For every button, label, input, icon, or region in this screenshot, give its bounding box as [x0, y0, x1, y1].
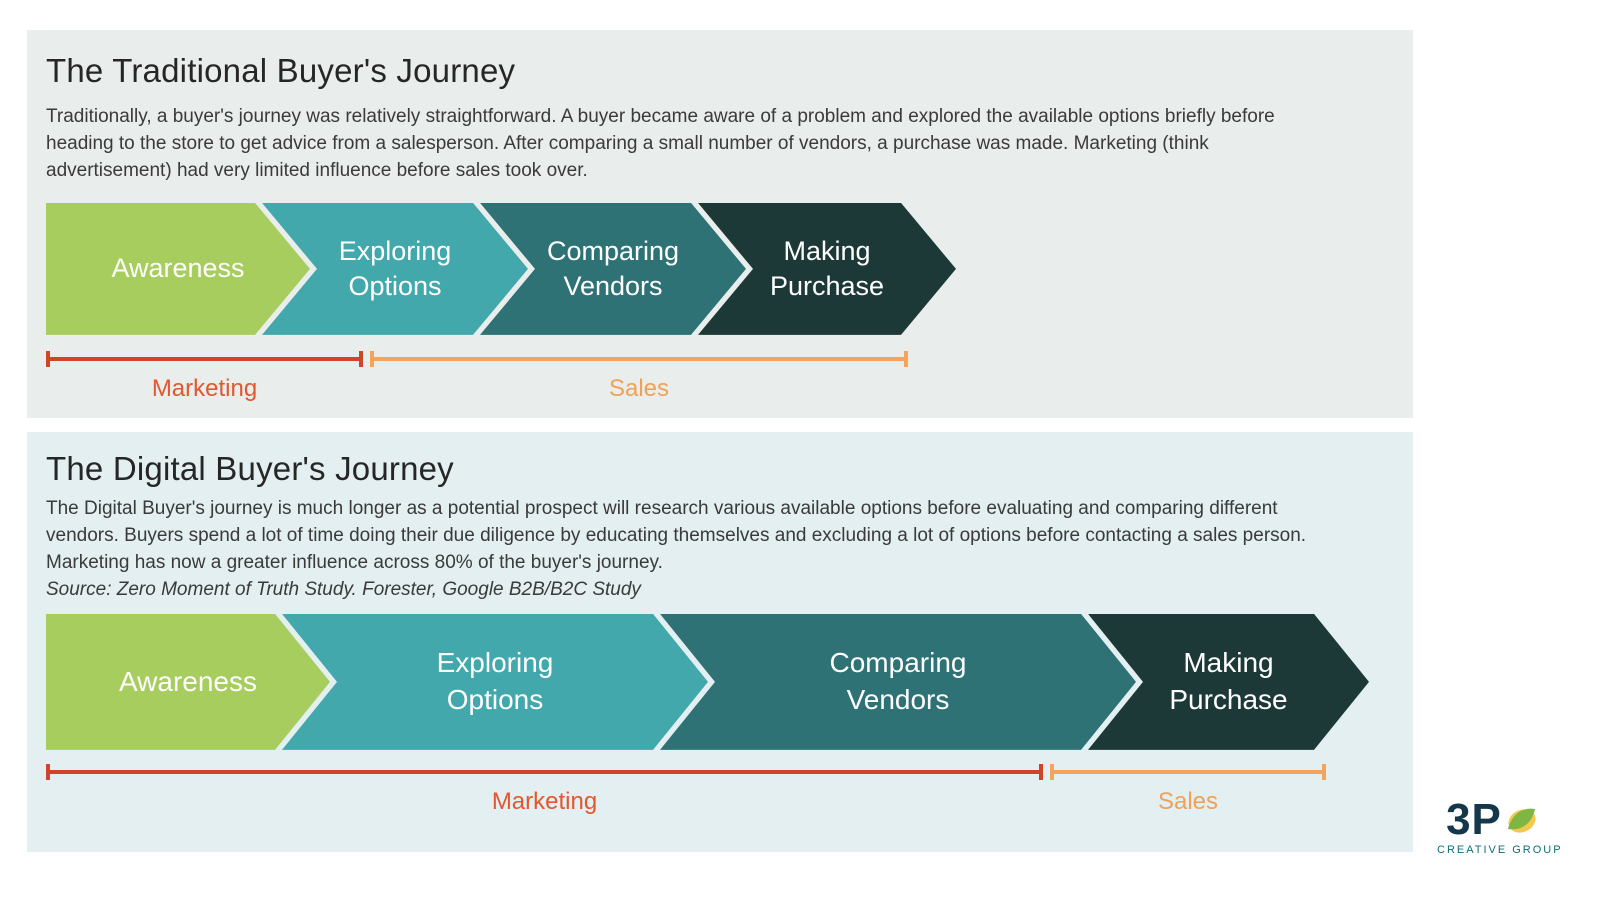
step-exploring-options: Exploring Options	[282, 614, 708, 750]
digital-journey-panel: The Digital Buyer's Journey The Digital …	[27, 432, 1413, 852]
bracket-tick	[359, 350, 363, 367]
company-logo: 3P CREATIVE GROUP	[1437, 798, 1563, 857]
leaf-icon	[1507, 808, 1536, 833]
bracket-tick	[1039, 763, 1043, 780]
digital-range-row: Marketing Sales	[46, 763, 1413, 830]
marketing-range-bracket: Marketing	[46, 763, 1043, 815]
digital-source-note: Source: Zero Moment of Truth Study. Fore…	[46, 578, 641, 600]
step-label: Exploring Options	[436, 647, 554, 715]
sales-range-bracket: Sales	[1050, 763, 1326, 815]
step-label: Making Purchase	[1169, 647, 1288, 715]
digital-description: The Digital Buyer's journey is much long…	[46, 498, 1307, 573]
bracket-bar	[370, 356, 908, 361]
step-label: Comparing Vendors	[546, 235, 680, 301]
digital-title: The Digital Buyer's Journey	[46, 450, 454, 487]
marketing-range-label: Marketing	[151, 374, 258, 402]
step-label: Awareness	[118, 665, 257, 697]
logo-row: 3P	[1437, 798, 1547, 842]
step-label: Awareness	[111, 253, 245, 284]
bracket-bar	[1050, 769, 1326, 774]
bracket-tick	[1322, 763, 1326, 780]
bracket-bar	[46, 356, 363, 361]
logo-tagline: CREATIVE GROUP	[1437, 844, 1563, 856]
step-label: Exploring Options	[338, 235, 452, 301]
sales-range-label: Sales	[608, 374, 670, 402]
bracket-tick	[904, 350, 908, 367]
step-comparing-vendors: Comparing Vendors	[480, 203, 746, 335]
traditional-range-row: Marketing Sales	[46, 350, 1413, 417]
marketing-range-label: Marketing	[491, 787, 598, 815]
step-label: Comparing Vendors	[829, 647, 967, 715]
step-making-purchase: Making Purchase	[698, 203, 956, 335]
bracket-bar	[46, 769, 1043, 774]
traditional-journey-arrows: Awareness Exploring Options Comparing Ve…	[46, 203, 1413, 335]
logo-text: 3P	[1446, 795, 1502, 844]
step-label: Making Purchase	[769, 235, 885, 301]
step-comparing-vendors: Comparing Vendors	[660, 614, 1136, 750]
traditional-journey-panel: The Traditional Buyer's Journey Traditio…	[27, 30, 1413, 418]
sales-range-bracket: Sales	[370, 350, 908, 402]
marketing-range-bracket: Marketing	[46, 350, 363, 402]
step-awareness: Awareness	[46, 203, 310, 335]
step-awareness: Awareness	[46, 614, 330, 750]
traditional-description: Traditionally, a buyer's journey was rel…	[46, 106, 1275, 181]
traditional-title: The Traditional Buyer's Journey	[46, 52, 516, 89]
sales-range-label: Sales	[1157, 787, 1219, 815]
digital-journey-arrows: Awareness Exploring Options Comparing Ve…	[46, 614, 1413, 750]
